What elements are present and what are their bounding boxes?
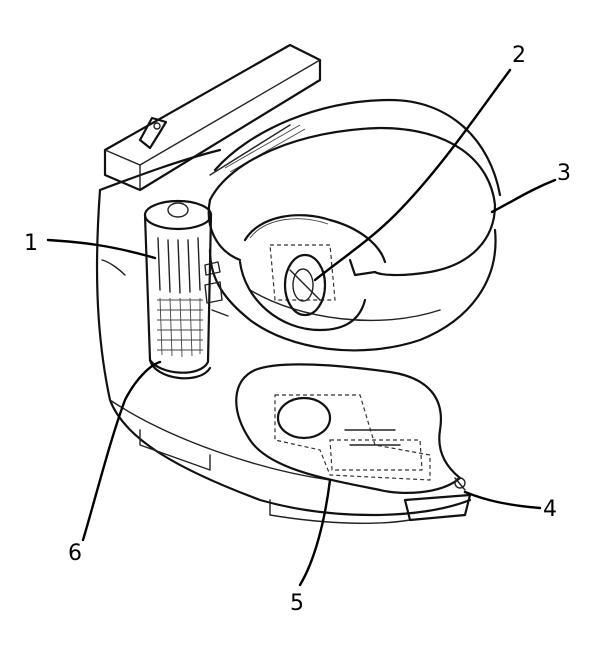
leader-3	[490, 178, 557, 214]
leader-lines	[46, 68, 557, 587]
callout-2: 2	[512, 43, 526, 68]
callout-1: 1	[24, 231, 38, 256]
lid	[207, 126, 497, 352]
paddle-hub	[283, 253, 327, 317]
filter-cartridge	[143, 199, 213, 380]
leader-6	[81, 360, 162, 542]
leader-5	[298, 478, 332, 587]
leader-4	[463, 490, 542, 510]
leader-1	[46, 238, 157, 260]
upper-shell	[209, 98, 502, 197]
front-foot	[403, 477, 472, 522]
callout-4: 4	[543, 497, 557, 522]
base-tray	[235, 363, 462, 494]
side-vents	[204, 261, 229, 317]
callout-5: 5	[290, 591, 304, 616]
callout-6: 6	[68, 541, 82, 566]
callout-3: 3	[557, 161, 571, 186]
rear-control-box	[103, 43, 322, 192]
lid-window	[238, 214, 387, 332]
appliance-housing	[95, 148, 472, 524]
leader-2	[313, 68, 512, 282]
